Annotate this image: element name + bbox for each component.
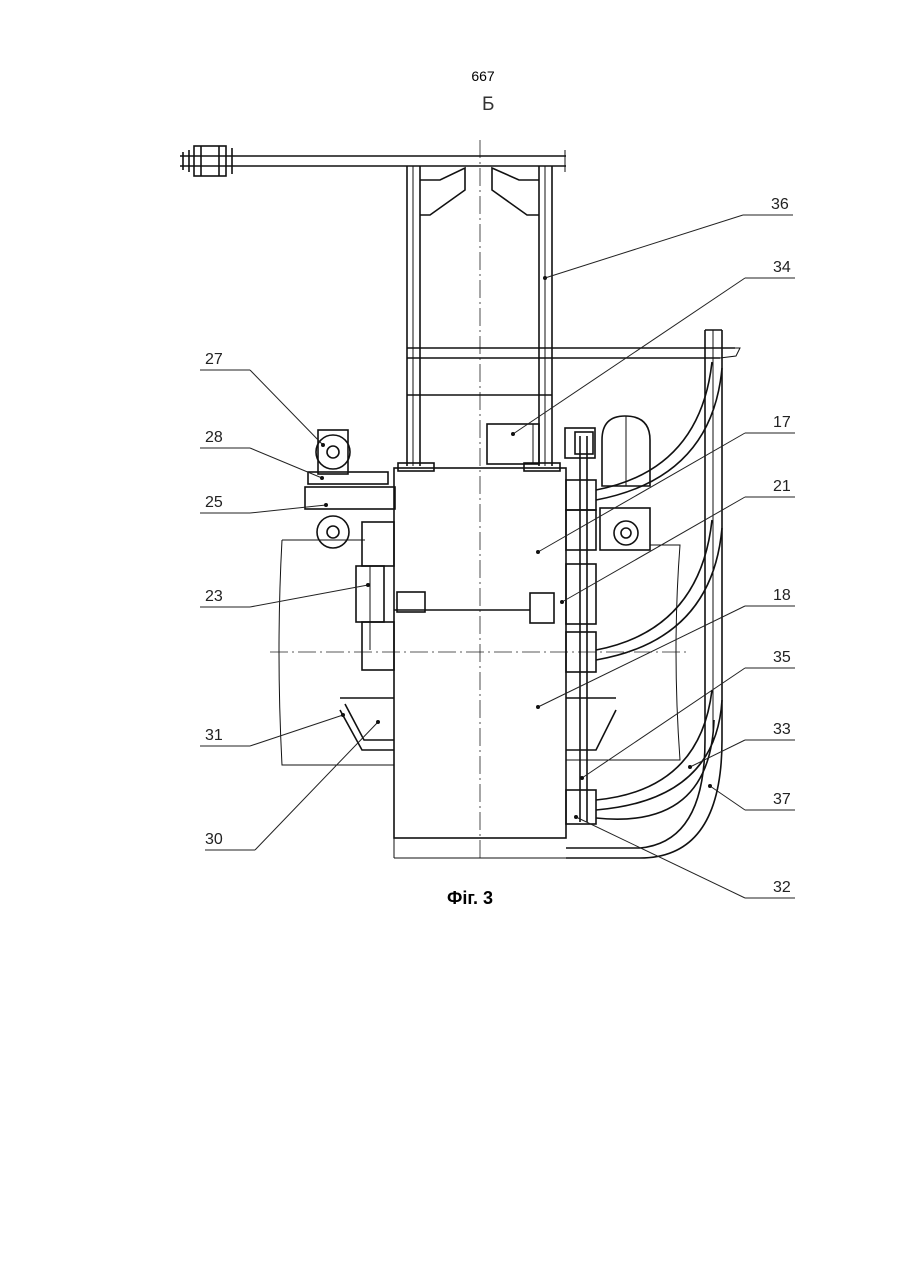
callout-37: 37 bbox=[773, 791, 791, 808]
callout-36: 36 bbox=[771, 196, 789, 213]
lower-bracket bbox=[340, 698, 616, 750]
callout-31: 31 bbox=[205, 727, 223, 744]
callout-23: 23 bbox=[205, 588, 223, 605]
motor bbox=[487, 424, 595, 464]
chain-drive bbox=[580, 436, 587, 822]
callout-17: 17 bbox=[773, 414, 791, 431]
callout-30: 30 bbox=[205, 831, 223, 848]
upper-pulley-block bbox=[305, 430, 395, 548]
callout-18: 18 bbox=[773, 587, 791, 604]
end-pulley bbox=[183, 146, 232, 176]
callout-33: 33 bbox=[773, 721, 791, 738]
callout-34: 34 bbox=[773, 259, 791, 276]
top-beam bbox=[180, 150, 566, 172]
mast-frame bbox=[407, 166, 740, 466]
drive-unit bbox=[600, 416, 650, 550]
callout-27: 27 bbox=[205, 351, 223, 368]
callout-21: 21 bbox=[773, 478, 791, 495]
left-cylinder bbox=[356, 522, 530, 670]
callout-35: 35 bbox=[773, 649, 791, 666]
figure-caption: Фіг. 3 bbox=[0, 888, 900, 909]
hoses bbox=[596, 362, 722, 819]
callout-25: 25 bbox=[205, 494, 223, 511]
right-guide-frame bbox=[566, 330, 722, 858]
callout-28: 28 bbox=[205, 429, 223, 446]
